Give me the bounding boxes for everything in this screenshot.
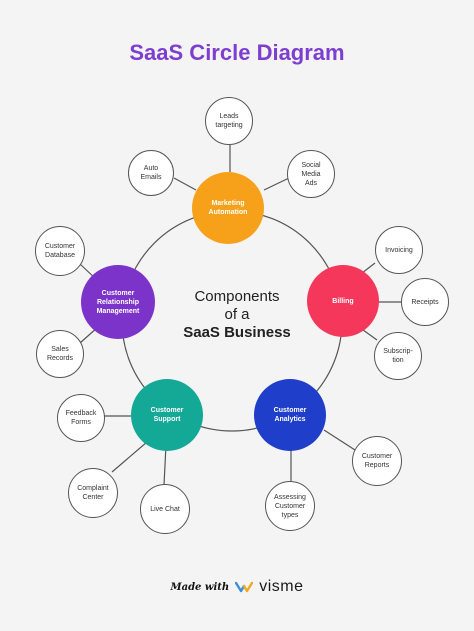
leaf-label: Feedback Forms: [65, 410, 97, 426]
center-label: Components of a SaaS Business: [157, 288, 317, 342]
connector-complaint-center: [111, 441, 148, 473]
leaf-customer-database: Customer Database: [35, 226, 85, 276]
leaf-label: Leads targeting: [215, 113, 243, 129]
leaf-label: Sales Records: [46, 346, 74, 362]
leaf-label: Customer Database: [44, 243, 76, 259]
leaf-label: Receipts: [411, 298, 439, 306]
node-customer-support: Customer Support: [131, 379, 203, 451]
leaf-leads-targeting: Leads targeting: [205, 97, 253, 145]
leaf-label: Assessing Customer types: [274, 493, 306, 519]
visme-brand-text: visme: [259, 578, 304, 595]
leaf-customer-reports: Customer Reports: [352, 436, 402, 486]
leaf-label: Customer Reports: [361, 453, 393, 469]
leaf-auto-emails: Auto Emails: [128, 150, 174, 196]
leaf-label: Invoicing: [385, 246, 413, 254]
center-line-2: of a: [224, 306, 250, 323]
footer: Made with visme: [0, 578, 474, 596]
leaf-label: Social Media Ads: [301, 161, 321, 187]
leaf-receipts: Receipts: [401, 278, 449, 326]
leaf-label: Complaint Center: [77, 485, 109, 501]
node-label: Customer Analytics: [273, 407, 307, 423]
leaf-label: Subscrip- tion: [383, 348, 413, 364]
diagram-title: SaaS Circle Diagram: [129, 40, 345, 65]
leaf-invoicing: Invoicing: [375, 226, 423, 274]
leaf-live-chat: Live Chat: [140, 484, 190, 534]
node-marketing-automation: Marketing Automation: [192, 172, 264, 244]
visme-logo-icon: [235, 581, 254, 593]
node-label: Billing: [332, 297, 354, 305]
leaf-subscription: Subscrip- tion: [374, 332, 422, 380]
node-label: Customer Relationship Management: [96, 289, 140, 315]
center-line-1: Components: [194, 288, 280, 305]
leaf-complaint-center: Complaint Center: [68, 468, 118, 518]
connector-live-chat: [163, 444, 167, 486]
node-label: Customer Support: [150, 407, 184, 423]
leaf-social-media-ads: Social Media Ads: [287, 150, 335, 198]
made-with-text: Made with: [170, 581, 230, 593]
connector-social-media: [263, 177, 290, 191]
node-billing: Billing: [307, 265, 379, 337]
node-customer-analytics: Customer Analytics: [254, 379, 326, 451]
leaf-label: Live Chat: [150, 505, 180, 513]
leaf-assessing-customer-types: Assessing Customer types: [265, 481, 315, 531]
center-line-3: SaaS Business: [183, 324, 291, 341]
leaf-label: Auto Emails: [140, 165, 162, 181]
leaf-feedback-forms: Feedback Forms: [57, 394, 105, 442]
node-label: Marketing Automation: [208, 200, 248, 216]
connector-customer-reports: [323, 429, 356, 451]
node-customer-relationship-management: Customer Relationship Management: [81, 265, 155, 339]
leaf-sales-records: Sales Records: [36, 330, 84, 378]
connector-auto-emails: [173, 177, 197, 191]
